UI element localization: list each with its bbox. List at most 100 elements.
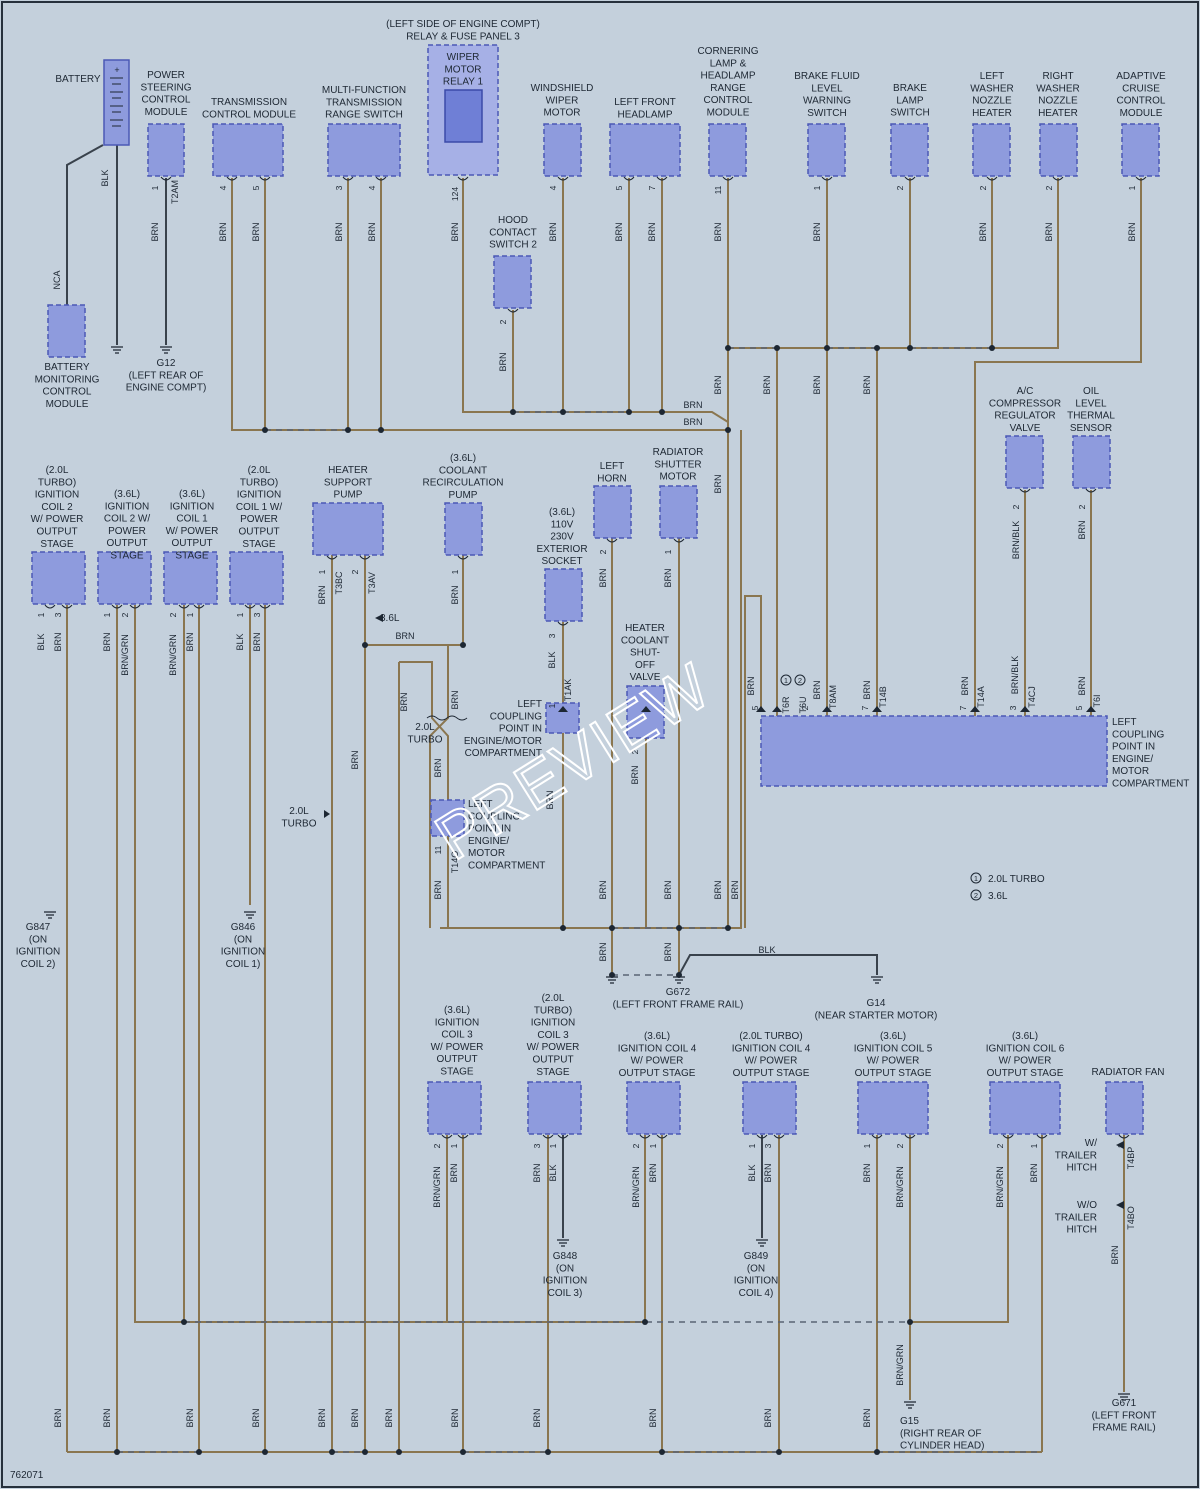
pin-number: 1 <box>102 612 112 617</box>
wotrailer-label: W/O <box>1077 1200 1097 1211</box>
wire-label: BRN <box>532 1163 542 1182</box>
bflw-box <box>807 123 846 177</box>
hood-label: HOOD <box>498 215 528 226</box>
hcsv-label: VALVE <box>630 672 661 683</box>
pin-number: 2 <box>800 705 810 710</box>
wire-label: T8AM <box>828 685 838 709</box>
pin-number: 1 <box>317 569 327 574</box>
pin-number: 2 <box>630 749 640 754</box>
wire-label: T4BO <box>1126 1206 1136 1230</box>
v36-label: 3.6L <box>380 613 400 624</box>
ic1t-label: STAGE <box>242 539 275 550</box>
pin-number: 1 <box>548 1143 558 1148</box>
ic1-label: OUTPUT <box>171 538 212 549</box>
lcp1-label: COMPARTMENT <box>465 748 542 759</box>
ground-icon <box>904 1401 916 1409</box>
g846-label: COIL 1) <box>226 959 261 970</box>
crp-label: PUMP <box>449 490 478 501</box>
wire-label: BRN/GRN <box>168 634 178 676</box>
ic5-label: IGNITION COIL 5 <box>854 1043 933 1054</box>
ic4t-label: W/ POWER <box>745 1056 798 1067</box>
diagram-id: 762071 <box>10 1470 44 1481</box>
wire-label: BRN <box>545 790 555 809</box>
clhr-label: RANGE <box>710 83 746 94</box>
pin-number: 2 <box>168 612 178 617</box>
rwnh-label: RIGHT <box>1042 71 1073 82</box>
wire-label: BRN <box>763 1408 773 1427</box>
wire-label: BRN <box>395 631 414 641</box>
wire-label: BRN <box>862 1408 872 1427</box>
ic3t-box <box>527 1081 582 1135</box>
battery-label: BATTERY <box>55 74 101 85</box>
pin-number: 11 <box>713 185 723 194</box>
tcm-box <box>212 123 284 177</box>
lcp2-box <box>430 799 465 837</box>
pscm-label: POWER <box>147 70 185 81</box>
wiperrelay-label: RELAY 1 <box>443 77 484 88</box>
wtrailer-label: TRAILER <box>1055 1150 1097 1161</box>
wire-label: BRN <box>683 417 702 427</box>
pin-number: 124 <box>450 187 460 201</box>
ic4t-box <box>742 1081 797 1135</box>
pin-number: 1 <box>862 1143 872 1148</box>
wire-label: BRN <box>960 676 970 695</box>
wire-label: BRN <box>1127 222 1137 241</box>
g849-label: (ON <box>747 1263 765 1274</box>
wire-label: BRN <box>367 222 377 241</box>
bmcm-label: MODULE <box>46 399 89 410</box>
lcp2-label: ENGINE/ <box>468 836 509 847</box>
rwnh-label: NOZZLE <box>1038 96 1078 107</box>
g12-label: (LEFT REAR OF <box>129 370 204 381</box>
wire-label: BRN <box>317 1408 327 1427</box>
clhr-box <box>708 123 747 177</box>
pin-number: 1 <box>747 1143 757 1148</box>
lwnh-label: NOZZLE <box>972 96 1012 107</box>
bflw-label: WARNING <box>803 96 851 107</box>
hcsv-label: SHUT- <box>630 648 660 659</box>
wire-label: BRN <box>450 222 460 241</box>
wire-label: BRN <box>1044 222 1054 241</box>
wire-label: BRN <box>812 222 822 241</box>
ic2-label: IGNITION <box>105 501 149 512</box>
black-wires <box>66 144 878 1238</box>
pin-number: 5 <box>251 185 261 190</box>
bls-label: LAMP <box>896 95 924 106</box>
oilts-label: OIL <box>1083 386 1100 397</box>
wire-label: BRN <box>53 1408 63 1427</box>
ic4-box <box>626 1081 681 1135</box>
wire-label: BRN <box>532 1408 542 1427</box>
lcp3-label: COUPLING <box>1112 729 1164 740</box>
rfan-box <box>1105 1081 1144 1135</box>
pin-number: 3 <box>547 633 557 638</box>
pin-number: 2 <box>1011 504 1021 509</box>
hood-label: CONTACT <box>489 227 537 238</box>
wire-label: BLK <box>547 651 557 668</box>
wwm-box <box>543 123 582 177</box>
ic2t-label: COIL 2 <box>41 502 73 513</box>
lwnh-label: WASHER <box>970 83 1014 94</box>
lfh-label: HEADLAMP <box>617 109 672 120</box>
wire-label: BRN <box>399 692 409 711</box>
acc-label: ADAPTIVE <box>1116 71 1166 82</box>
g846-label: G846 <box>231 922 256 933</box>
g848-label: G848 <box>553 1251 578 1262</box>
wire-label: BRN/GRN <box>995 1166 1005 1208</box>
lwnh-label: HEATER <box>972 108 1012 119</box>
g848-label: (ON <box>556 1263 574 1274</box>
pin-number: 1 <box>1029 1143 1039 1148</box>
lcp3-label: COMPARTMENT <box>1112 779 1189 790</box>
horn-label: LEFT <box>600 461 624 472</box>
wire-label: BRN <box>384 1408 394 1427</box>
legend: 1 2.0L TURBO 2 3.6L <box>970 872 1045 902</box>
wwm-label: WINDSHIELD <box>531 83 594 94</box>
wire-label: BRN <box>598 880 608 899</box>
pin-number: 11 <box>433 845 443 854</box>
bls-box <box>890 123 929 177</box>
wire-label: BRN <box>350 750 360 769</box>
ic1-label: W/ POWER <box>166 526 219 537</box>
wire-label: BRN <box>862 375 872 394</box>
turbo2-label: 2.0L <box>289 806 309 817</box>
connector-marker: 2 <box>798 676 802 685</box>
